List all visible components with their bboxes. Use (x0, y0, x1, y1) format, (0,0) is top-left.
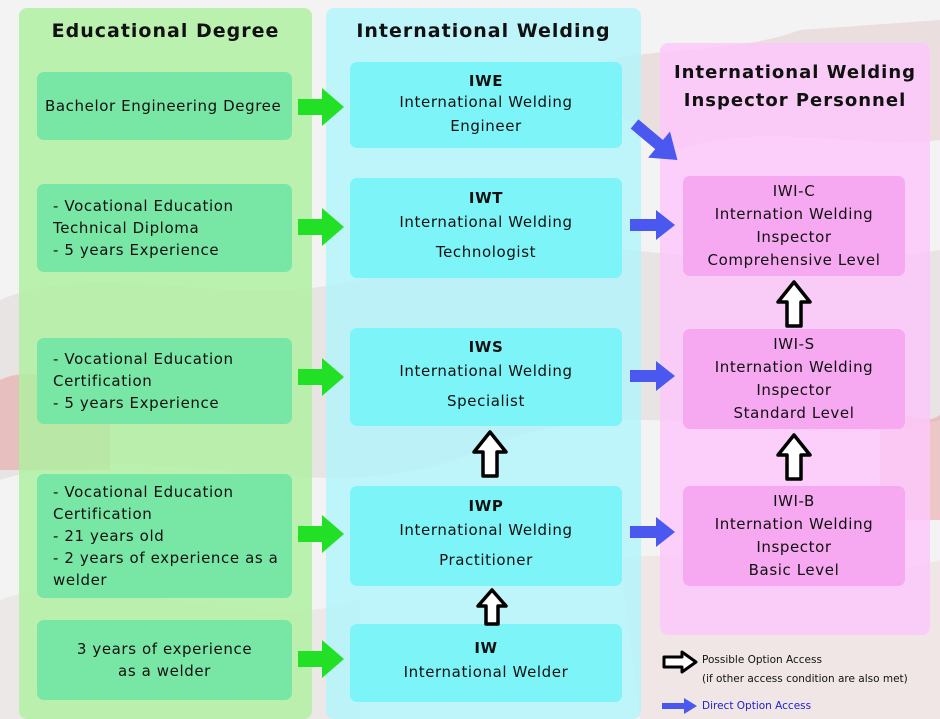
iwi-b-line: Internation Welding (714, 515, 874, 533)
legend-direct-arrow-icon (662, 698, 697, 714)
education-line: Certification (53, 505, 153, 523)
education-welder-experience-box: 3 years of experience as a welder (37, 620, 292, 700)
education-line: - 5 years Experience (53, 394, 220, 412)
iwe-box: IWE International Welding Engineer (350, 62, 622, 148)
up-arrow-iwi-s-to-iwi-c (776, 280, 812, 328)
education-line: - Vocational Education (53, 483, 234, 501)
blue-arrow-iwt-to-iwi-c (630, 210, 675, 240)
education-line: - Vocational Education (53, 350, 234, 368)
education-line: Certification (53, 372, 153, 390)
iwi-c-line: Inspector (756, 228, 832, 246)
education-certification-21yr-box: - Vocational Education Certification - 2… (37, 474, 292, 598)
iwe-name-line-1: International Welding (399, 93, 573, 111)
iw-name-line-1: International Welder (403, 663, 569, 681)
iwi-c-box: IWI-C Internation Welding Inspector Comp… (683, 176, 905, 276)
international-welding-heading: International Welding (356, 20, 611, 42)
education-line: as a welder (118, 662, 211, 680)
iwi-b-line: Basic Level (748, 561, 840, 579)
green-arrow-cert5-to-iws (298, 358, 344, 396)
inspector-heading-line-2: Inspector Personnel (683, 90, 907, 111)
iwt-code: IWT (468, 189, 504, 207)
iwi-s-line: Internation Welding (714, 358, 874, 376)
educational-degree-heading: Educational Degree (51, 20, 280, 42)
iwt-box: IWT International Welding Technologist (350, 178, 622, 278)
iwi-b-line: IWI-B (773, 492, 815, 510)
iwi-s-line: IWI-S (773, 335, 815, 353)
education-line: welder (53, 571, 108, 589)
iws-name-line-2: Specialist (447, 392, 525, 410)
education-technical-diploma-box: - Vocational Education Technical Diploma… (37, 184, 292, 272)
iwi-s-line: Inspector (756, 381, 832, 399)
blue-arrow-iwp-to-iwi-b (630, 517, 675, 547)
iwi-c-line: Internation Welding (714, 205, 874, 223)
green-arrow-bachelor-to-iwe (298, 88, 344, 126)
iwe-code: IWE (468, 72, 504, 90)
iwt-name-line-1: International Welding (399, 213, 573, 231)
education-bachelor-box: Bachelor Engineering Degree (37, 72, 292, 140)
legend-direct-label: Direct Option Access (702, 700, 812, 712)
blue-arrow-iwe-to-iwi-c (630, 119, 678, 160)
iwi-s-box: IWI-S Internation Welding Inspector Stan… (683, 329, 905, 429)
inspector-heading-line-1: International Welding (673, 62, 917, 83)
education-line: - Vocational Education (53, 197, 234, 215)
legend-possible-note: (if other access condition are also met) (702, 673, 908, 685)
green-arrow-cert21-to-iwp (298, 515, 344, 553)
legend-possible-arrow-icon (662, 650, 698, 674)
up-arrow-iwp-to-iws (472, 430, 508, 478)
education-line: 3 years of experience (76, 640, 253, 658)
iwp-name-line-1: International Welding (399, 521, 573, 539)
green-arrow-diploma-to-iwt (298, 208, 344, 246)
legend-possible-label: Possible Option Access (702, 654, 822, 666)
up-arrow-iw-to-iwp (476, 588, 508, 626)
education-line: - 21 years old (53, 527, 165, 545)
inspector-personnel-heading: International Welding Inspector Personne… (660, 59, 930, 115)
iws-box: IWS International Welding Specialist (350, 328, 622, 426)
education-certification-5yr-box: - Vocational Education Certification - 5… (37, 338, 292, 424)
iw-box: IW International Welder (350, 624, 622, 702)
iw-code: IW (474, 639, 498, 657)
iwi-c-line: IWI-C (772, 182, 816, 200)
iwp-code: IWP (468, 497, 504, 515)
blue-arrow-iws-to-iwi-s (630, 361, 675, 391)
iwi-c-line: Comprehensive Level (707, 251, 881, 269)
education-line: Technical Diploma (53, 219, 200, 237)
iwp-box: IWP International Welding Practitioner (350, 486, 622, 586)
iwe-name-line-2: Engineer (450, 117, 522, 135)
iws-code: IWS (468, 338, 504, 356)
education-line: - 2 years of experience as a (53, 549, 279, 567)
iws-name-line-1: International Welding (399, 362, 573, 380)
iwp-name-line-2: Practitioner (439, 551, 533, 569)
up-arrow-iwi-b-to-iwi-s (776, 433, 812, 481)
education-line: - 5 years Experience (53, 241, 220, 259)
iwi-b-line: Inspector (756, 538, 832, 556)
iwi-b-box: IWI-B Internation Welding Inspector Basi… (683, 486, 905, 586)
education-line: Bachelor Engineering Degree (45, 97, 282, 115)
iwt-name-line-2: Technologist (435, 243, 537, 261)
iwi-s-line: Standard Level (733, 404, 855, 422)
green-arrow-welder-to-iw (298, 640, 344, 678)
